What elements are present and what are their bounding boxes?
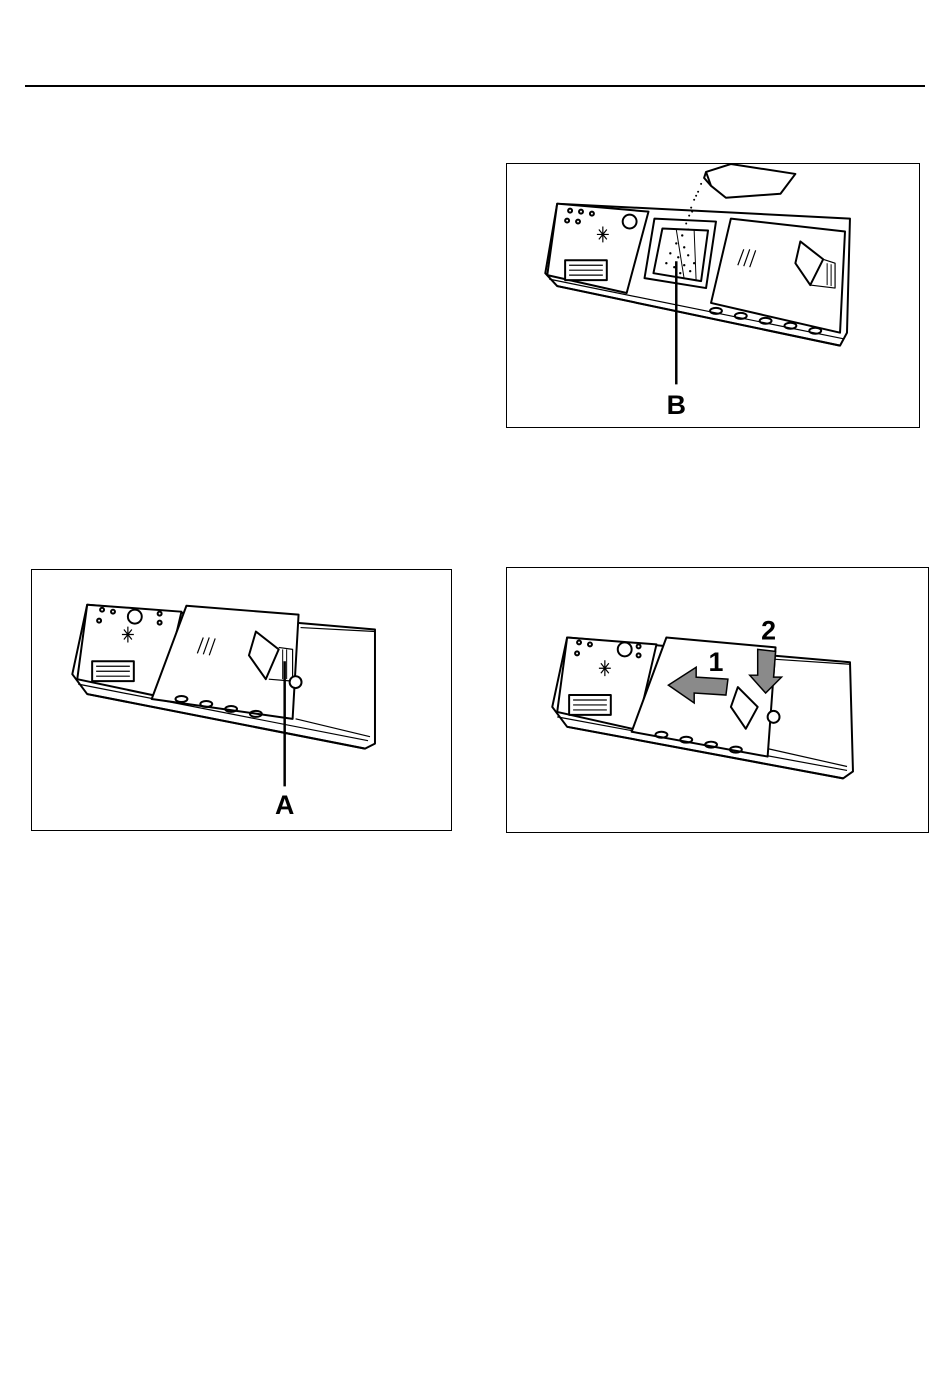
top-rule (25, 85, 925, 87)
dispenser-illustration-a: A (32, 570, 451, 830)
figure-lid-closed: A (31, 569, 452, 831)
figure-detergent-fill: B (506, 163, 920, 428)
dispenser-illustration-b: B (507, 164, 919, 427)
callout-label-a: A (275, 790, 294, 820)
dispenser-illustration-12: 1 2 (507, 568, 928, 832)
callout-label-1: 1 (709, 647, 724, 677)
figure-lid-closing: 1 2 (506, 567, 929, 833)
callout-label-2: 2 (761, 615, 776, 645)
callout-label-b: B (667, 390, 686, 420)
